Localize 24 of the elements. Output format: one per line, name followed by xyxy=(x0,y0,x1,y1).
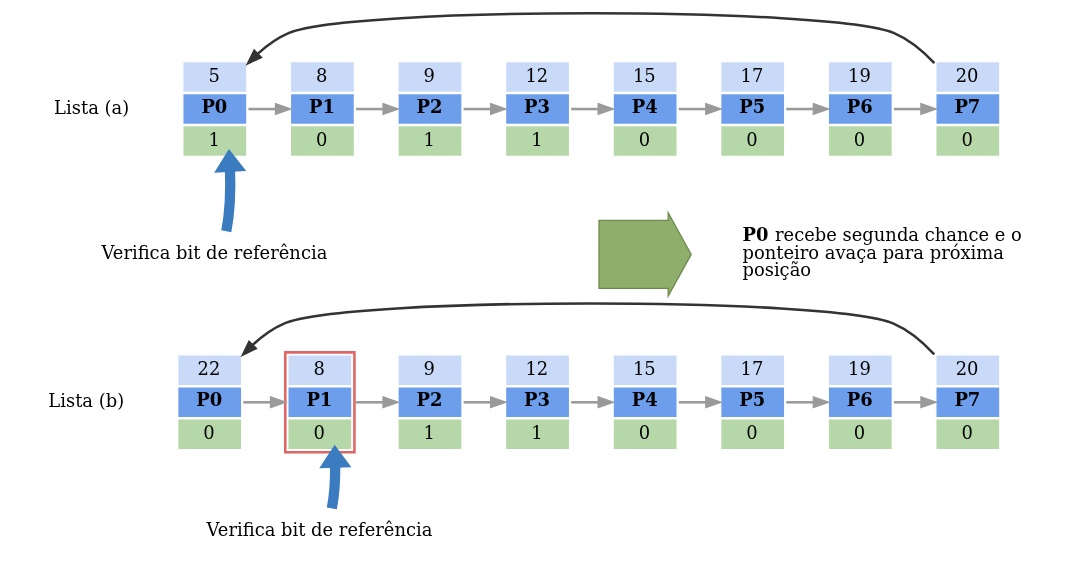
arrow xyxy=(463,102,508,116)
label: Lista (b) xyxy=(48,390,125,412)
label: Lista (a) xyxy=(54,96,130,118)
arrow xyxy=(248,102,293,116)
arrow xyxy=(893,102,939,116)
arrow xyxy=(319,444,352,510)
arrow xyxy=(571,396,616,409)
arrow xyxy=(786,102,831,116)
arrow xyxy=(893,396,939,409)
node-arrow xyxy=(598,210,692,299)
arrow xyxy=(678,396,724,409)
arrow xyxy=(356,396,401,409)
arrow xyxy=(678,102,724,116)
arrow xyxy=(571,102,616,116)
arrow xyxy=(786,396,831,409)
node-label: P0 recebe segunda chance e o ponteiro avaça para próxima posição xyxy=(742,223,1022,281)
node-text: Verifica bit de referência xyxy=(101,242,328,264)
arrow xyxy=(214,148,247,233)
node-text: Verifica bit de referência xyxy=(206,519,433,541)
arrow xyxy=(245,12,936,66)
arrow xyxy=(240,302,936,358)
arrow xyxy=(243,396,288,409)
arrow xyxy=(356,102,401,116)
arrow xyxy=(463,396,508,409)
